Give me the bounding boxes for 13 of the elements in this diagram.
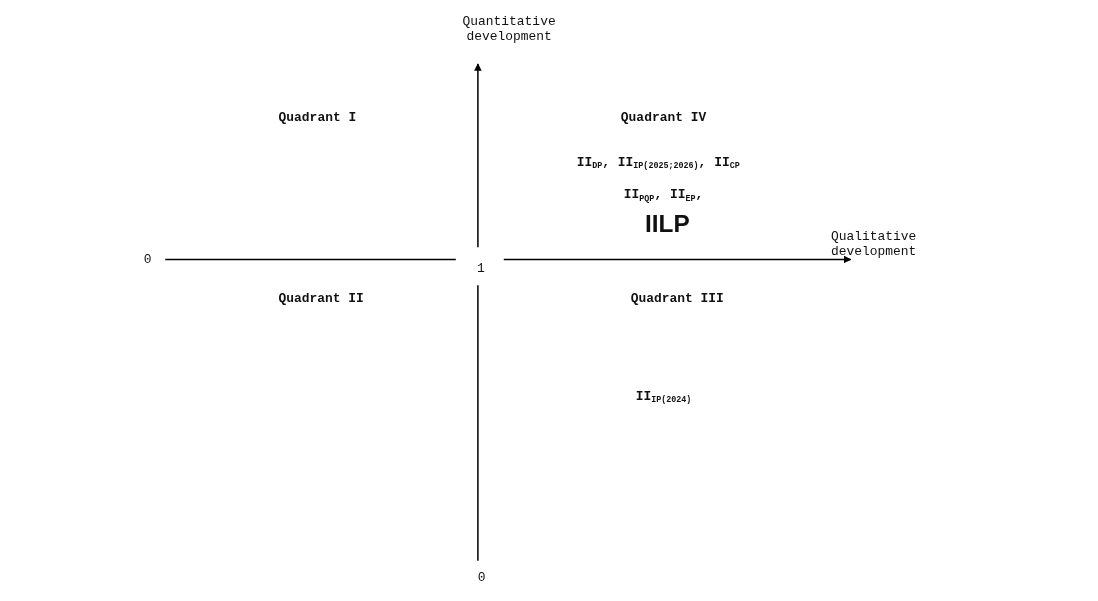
indicator-label: II$_{IP(2024)}$ — [636, 389, 692, 405]
scale-value: 0 — [478, 570, 486, 586]
quadrant-label: Quadrant IV — [621, 110, 707, 126]
quadrant-label: Quadrant II — [278, 291, 365, 307]
indicator-label: IILP — [645, 210, 690, 239]
scale-value: 0 — [144, 252, 152, 267]
axis-label: Qualitative development — [831, 229, 918, 259]
quadrant-label: Quadrant I — [278, 110, 357, 126]
axis-label: Quantitative development — [461, 14, 557, 44]
indicator-list: II$_{PQP}$, II$_{EP}$, — [624, 187, 704, 204]
quadrant-label: Quadrant III — [631, 291, 725, 307]
indicator-list: II$_{DP}$, II$_{IP(2025;2026)}$, II$_{CP}$ — [577, 154, 741, 171]
scale-value: 1 — [477, 261, 486, 276]
